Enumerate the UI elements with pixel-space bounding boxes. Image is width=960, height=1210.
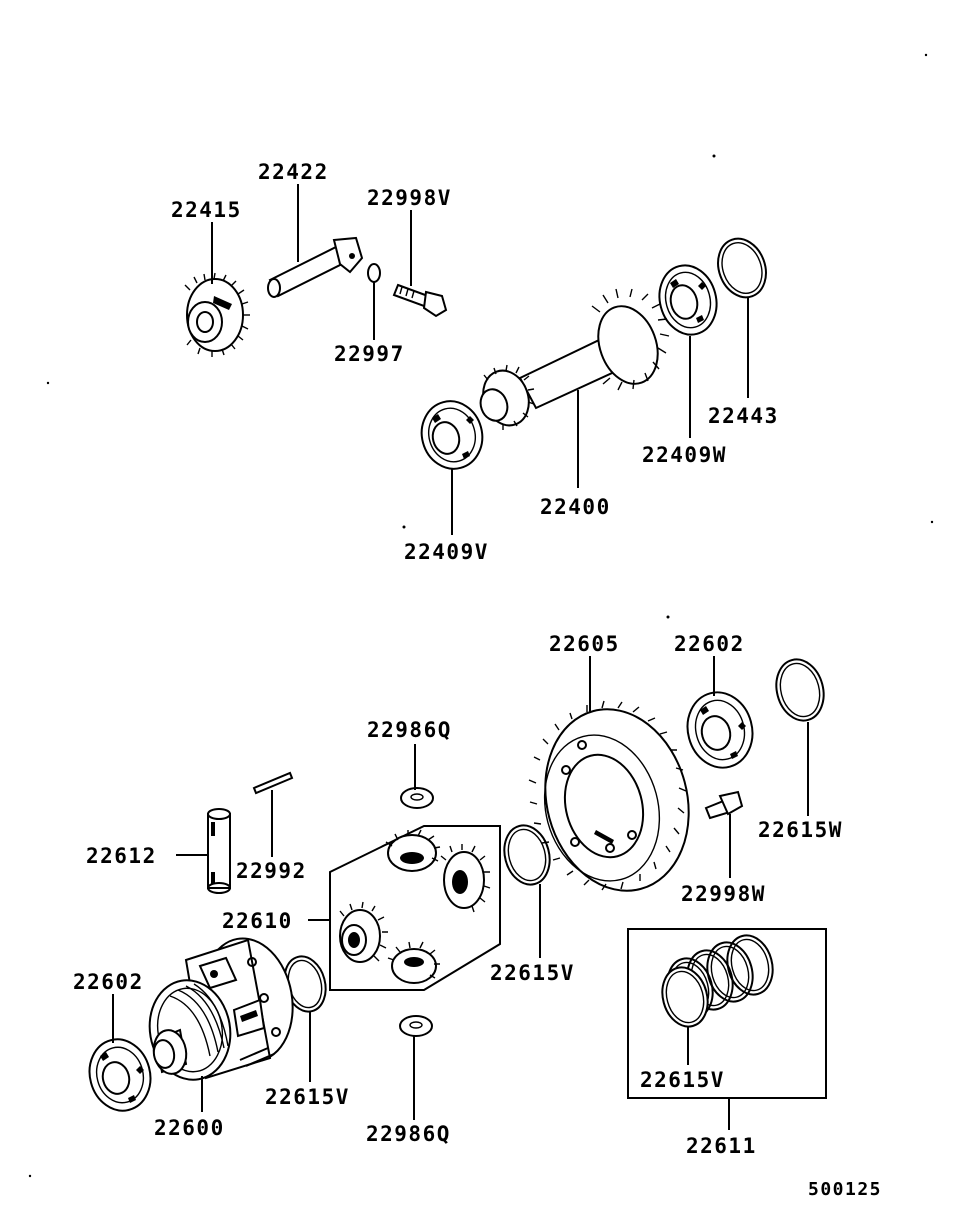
label-22615V-left: 22615V <box>265 1085 350 1109</box>
label-22992: 22992 <box>236 859 307 883</box>
part-22612-pinion-shaft[interactable] <box>207 808 231 894</box>
part-22422-shaft[interactable] <box>267 236 364 298</box>
label-22400: 22400 <box>540 495 611 519</box>
part-22400-pinion-shaft[interactable] <box>476 288 670 432</box>
scan-specks <box>28 53 934 1178</box>
label-22615V-mid: 22615V <box>490 961 575 985</box>
label-22600: 22600 <box>154 1116 225 1140</box>
part-22611-shim-set[interactable] <box>627 928 827 1099</box>
label-22409W: 22409W <box>642 443 727 467</box>
pinion-gear-right <box>440 844 491 913</box>
side-gear-bottom <box>387 941 440 984</box>
label-22997: 22997 <box>334 342 405 366</box>
part-22409V-bearing[interactable] <box>414 394 490 475</box>
part-22986Q-washer-bottom[interactable] <box>399 1015 433 1037</box>
label-22611: 22611 <box>686 1134 757 1158</box>
label-22615V-box: 22615V <box>640 1068 725 1092</box>
part-22998V-bolt[interactable] <box>392 283 448 318</box>
label-22612: 22612 <box>86 844 157 868</box>
part-22443-snap-ring[interactable] <box>710 232 774 304</box>
side-gear-top <box>385 829 441 872</box>
label-22415: 22415 <box>171 198 242 222</box>
part-22997-oring[interactable] <box>367 263 381 283</box>
label-22602-left: 22602 <box>73 970 144 994</box>
part-22602-bearing-right[interactable] <box>679 685 760 775</box>
part-22986Q-washer-top[interactable] <box>400 787 434 809</box>
label-22998W: 22998W <box>681 882 766 906</box>
part-22610-gear-set[interactable] <box>329 825 501 991</box>
label-22986Q-top: 22986Q <box>367 718 452 742</box>
part-22615W-shim[interactable] <box>770 654 830 726</box>
label-22422: 22422 <box>258 160 329 184</box>
part-22605-ring-gear[interactable] <box>526 693 709 907</box>
label-22605: 22605 <box>549 632 620 656</box>
label-22602-right: 22602 <box>674 632 745 656</box>
label-22986Q-bottom: 22986Q <box>366 1122 451 1146</box>
diagram-ref-code: 500125 <box>808 1179 882 1200</box>
part-22415-gear[interactable] <box>184 272 250 357</box>
label-22443: 22443 <box>708 404 779 428</box>
part-22600-differential-case[interactable] <box>142 931 302 1086</box>
label-22409V: 22409V <box>404 540 489 564</box>
part-22998W-bolt[interactable] <box>704 790 744 820</box>
part-22992-pin[interactable] <box>252 771 294 795</box>
part-22602-bearing-left[interactable] <box>82 1032 159 1117</box>
label-22610: 22610 <box>222 909 293 933</box>
part-22409W-bearing[interactable] <box>652 259 724 341</box>
label-22998V: 22998V <box>367 186 452 210</box>
label-22615W: 22615W <box>758 818 843 842</box>
part-22615V-shim-mid[interactable] <box>498 820 556 889</box>
pinion-gear-left <box>339 901 388 963</box>
